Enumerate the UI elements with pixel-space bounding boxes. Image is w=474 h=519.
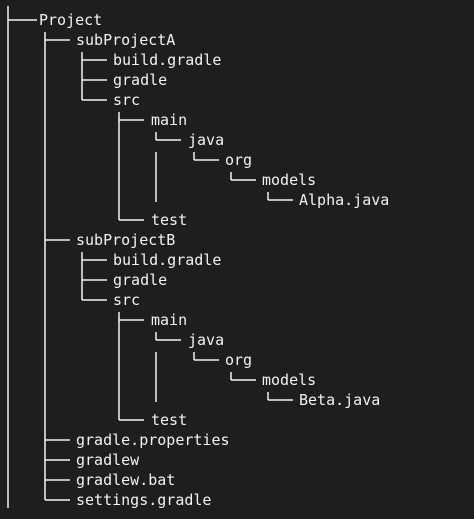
tree-node-java-b[interactable]: java [188,331,225,349]
tree-node-main-b[interactable]: main [151,311,188,329]
tree-node-subproject-a[interactable]: subProjectA [76,31,176,49]
tree-node-subproject-b[interactable]: subProjectB [76,231,176,249]
tree-node-beta-java[interactable]: Beta.java [299,391,381,409]
tree-node-gradlew[interactable]: gradlew [76,451,140,469]
tree-node-test-a[interactable]: test [151,211,188,229]
tree-node-main-a[interactable]: main [151,111,188,129]
tree-node-org-a[interactable]: org [225,151,253,169]
tree-node-java-a[interactable]: java [188,131,225,149]
tree-node-src-b[interactable]: src [113,291,141,309]
tree-node-gradle-a[interactable]: gradle [113,71,168,89]
tree-node-build-gradle-a[interactable]: build.gradle [113,51,222,69]
tree-node-settings-gradle[interactable]: settings.gradle [76,491,212,509]
tree-node-models-b[interactable]: models [262,371,317,389]
tree-node-test-b[interactable]: test [151,411,188,429]
tree-node-gradlew-bat[interactable]: gradlew.bat [76,471,176,489]
tree-node-gradle-b[interactable]: gradle [113,271,168,289]
tree-node-alpha-java[interactable]: Alpha.java [299,191,390,209]
tree-node-root[interactable]: Project [39,11,103,29]
tree-node-src-a[interactable]: src [113,91,141,109]
tree-node-models-a[interactable]: models [262,171,317,189]
tree-node-org-b[interactable]: org [225,351,253,369]
tree-node-build-gradle-b[interactable]: build.gradle [113,251,222,269]
tree-node-gradle-properties[interactable]: gradle.properties [76,431,230,449]
